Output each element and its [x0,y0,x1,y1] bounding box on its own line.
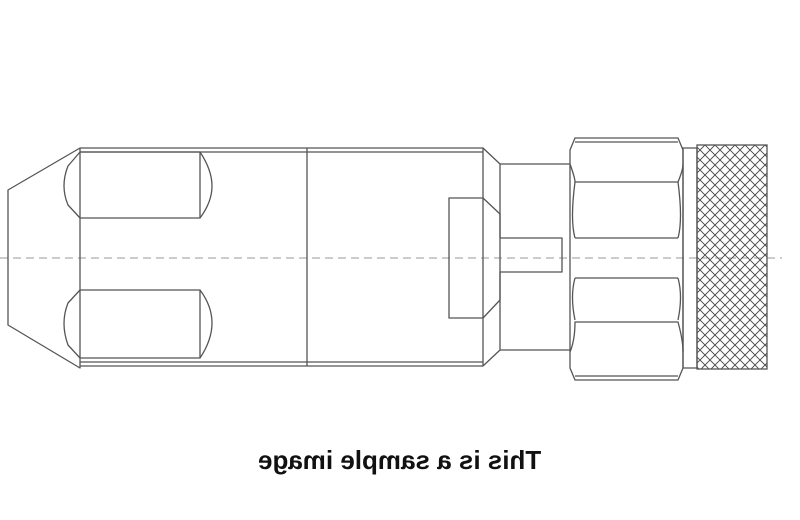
hex-flat-upper-b [571,181,682,239]
hex-flat-lower [571,277,682,321]
neck [500,163,570,351]
internal-bore [448,197,563,319]
hex-flat-upper [569,163,684,183]
connector-technical-drawing [0,137,782,381]
hex-nut [569,137,684,381]
caption: This is a sample image [0,440,800,480]
tapered-nose [7,147,81,369]
main-body [80,147,501,367]
lower-slot [63,289,213,359]
caption-text: This is a sample image [258,445,542,475]
knurled-knob [696,144,768,370]
hex-flat-lower-b [569,321,684,353]
upper-slot [63,151,213,219]
